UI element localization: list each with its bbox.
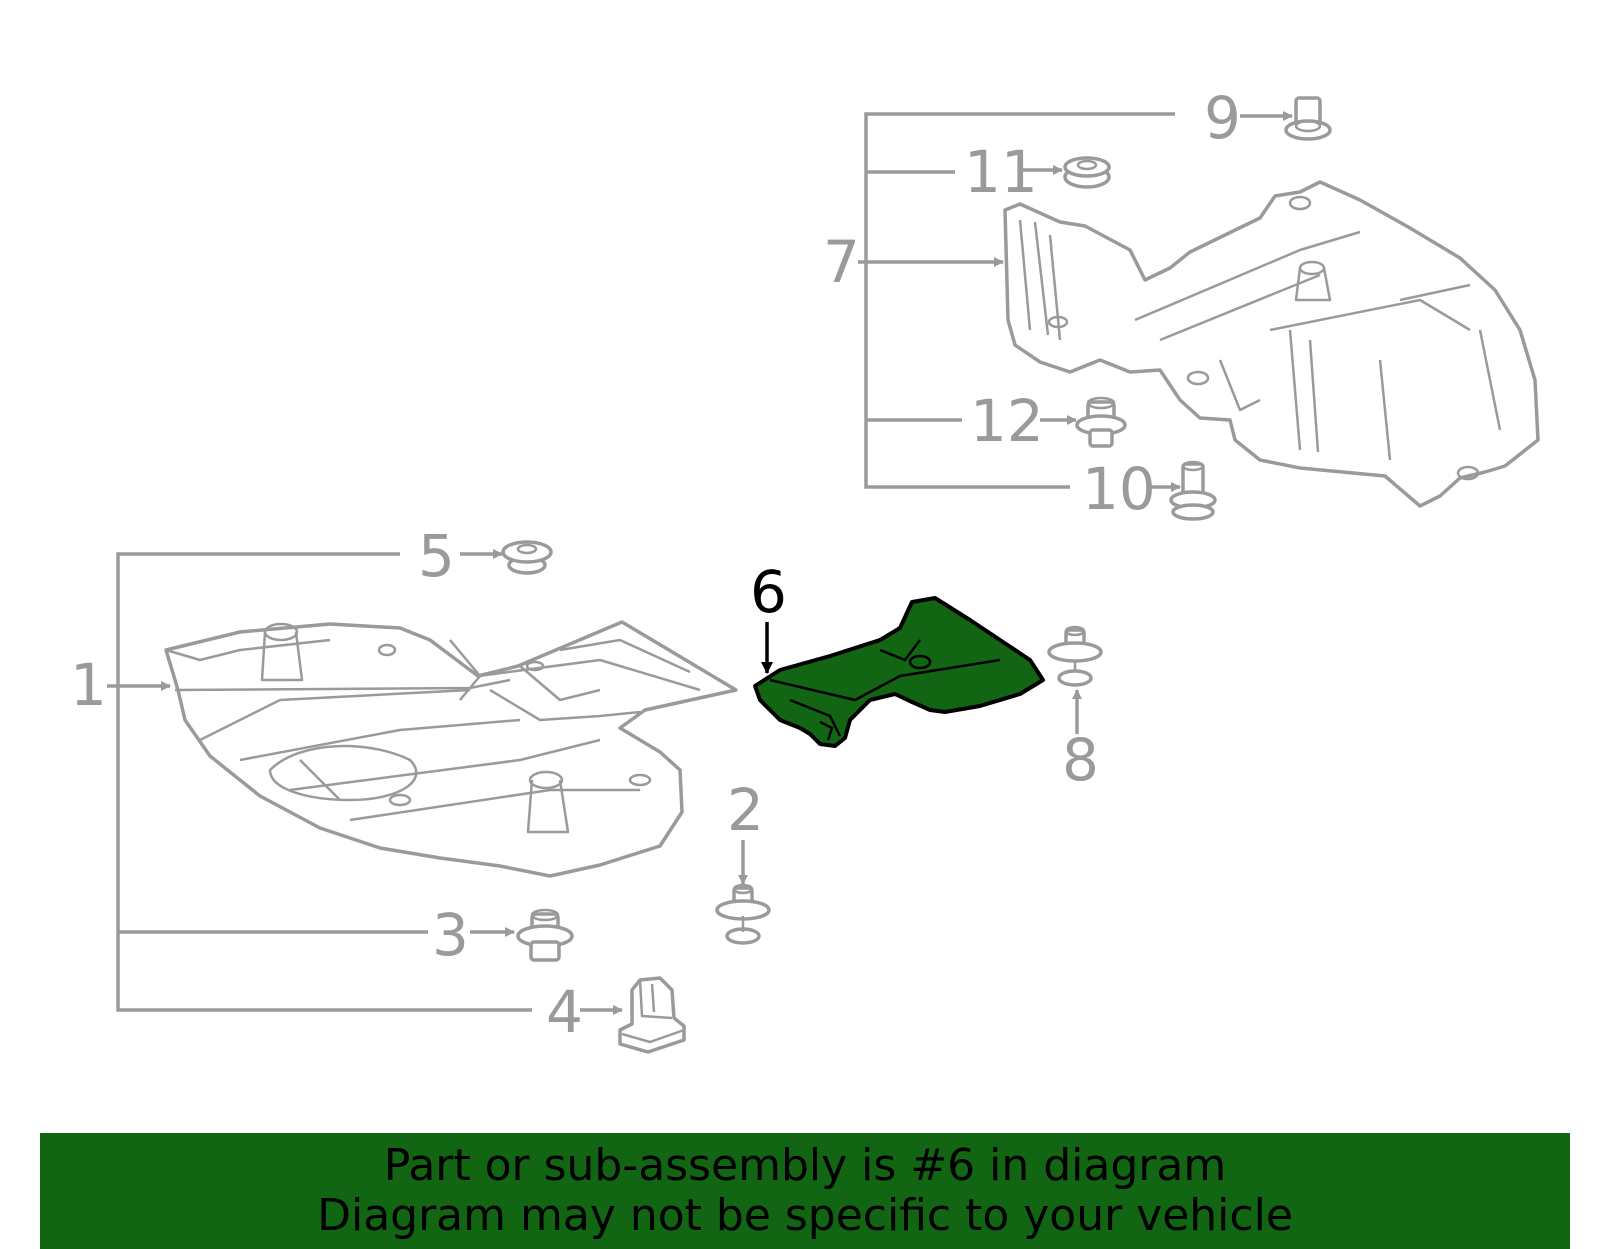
callout-6: 6	[750, 558, 787, 626]
fastener-part-3	[516, 908, 574, 962]
callout-5: 5	[418, 522, 455, 590]
callout-8: 8	[1062, 726, 1099, 794]
fastener-part-11	[1063, 156, 1111, 189]
banner-line-disclaimer: Diagram may not be specific to your vehi…	[317, 1190, 1293, 1241]
bracket-group-1	[116, 552, 532, 1012]
fastener-part-4	[618, 976, 686, 1054]
callout-11: 11	[964, 138, 1038, 206]
callout-3: 3	[432, 901, 469, 969]
callout-9: 9	[1204, 84, 1241, 152]
undertray-part-1	[164, 620, 738, 878]
fastener-part-10	[1169, 460, 1217, 521]
callout-2: 2	[727, 776, 764, 844]
highlighted-bracket-part-6	[753, 596, 1045, 748]
fastener-part-8	[1047, 625, 1103, 687]
fastener-part-5	[501, 540, 553, 575]
splash-shield-part-7	[1003, 180, 1540, 508]
callout-4: 4	[546, 978, 583, 1046]
bracket-group-7	[864, 112, 1175, 489]
banner-line-part-info: Part or sub-assembly is #6 in diagram	[383, 1140, 1227, 1191]
callout-1: 1	[70, 651, 107, 719]
callout-10: 10	[1082, 455, 1156, 523]
callout-12: 12	[970, 387, 1044, 455]
fastener-part-9	[1284, 96, 1332, 141]
fastener-part-2	[715, 883, 771, 945]
callout-7: 7	[823, 228, 860, 296]
info-banner: Part or sub-assembly is #6 in diagram Di…	[40, 1133, 1570, 1249]
fastener-part-12	[1075, 396, 1127, 448]
